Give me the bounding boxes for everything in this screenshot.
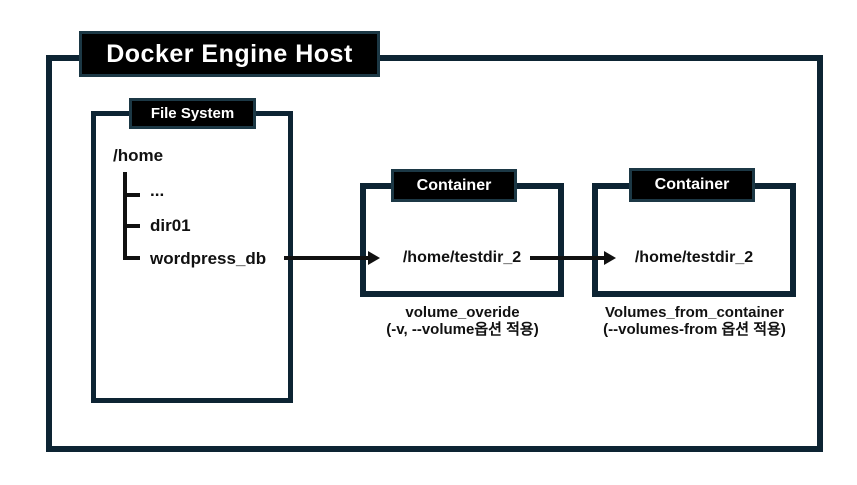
container1-label: Container (391, 169, 517, 202)
arrow-container1-to-container2-head-icon (604, 251, 616, 265)
tree-tick (123, 193, 140, 197)
tree-item-wordpress-db: wordpress_db (150, 249, 267, 268)
arrow-container1-to-container2-line (530, 256, 606, 260)
arrow-fs-to-container1-line (284, 256, 370, 260)
arrow-fs-to-container1-head-icon (368, 251, 380, 265)
container1-caption: volume_overide (-v, --volume옵션 적용) (340, 304, 585, 338)
container1-label-text: Container (416, 176, 492, 194)
container1-mount-path: /home/testdir_2 (402, 249, 522, 266)
file-system-label: File System (129, 98, 256, 129)
container1-caption-line2: (-v, --volume옵션 적용) (386, 321, 539, 338)
container2-caption-line2: (--volumes-from 옵션 적용) (603, 321, 786, 338)
tree-tick (123, 224, 140, 228)
container2-label: Container (629, 168, 755, 202)
tree-tick (123, 256, 140, 260)
tree-root-home: /home (113, 146, 164, 165)
tree-branch-line (123, 172, 127, 260)
container2-label-text: Container (654, 176, 730, 193)
container2-caption-line1: Volumes_from_container (605, 304, 784, 321)
container2-caption: Volumes_from_container (--volumes-from 옵… (572, 304, 817, 338)
file-system-label-text: File System (150, 105, 235, 122)
container1-caption-line1: volume_overide (405, 304, 520, 321)
tree-item-dir01: dir01 (150, 216, 191, 235)
tree-item-ellipsis: ... (150, 181, 165, 200)
docker-host-title: Docker Engine Host (79, 31, 380, 77)
docker-host-title-label: Docker Engine Host (106, 39, 353, 68)
docker-host-boundary (46, 55, 823, 452)
container2-mount-path: /home/testdir_2 (634, 249, 754, 266)
